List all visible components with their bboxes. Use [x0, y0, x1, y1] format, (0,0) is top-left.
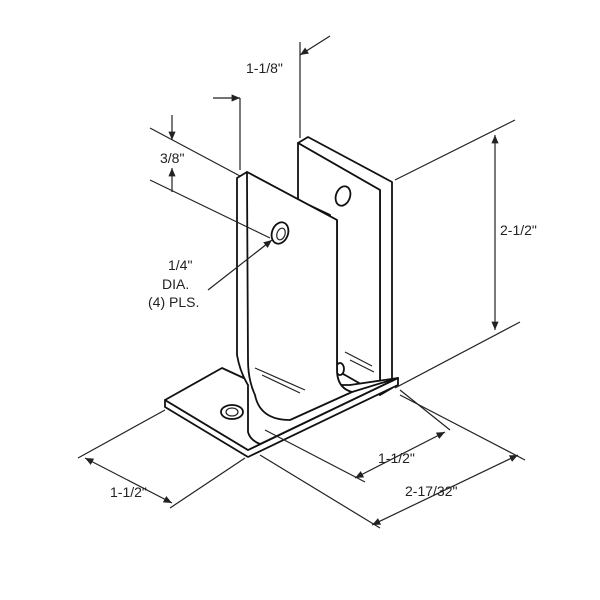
- hole-dia-text: DIA.: [162, 276, 189, 292]
- dim-label-height: 2-1/2": [500, 222, 537, 238]
- dimension-height: 2-1/2": [394, 119, 537, 389]
- hole-callout: 1/4" DIA. (4) PLS.: [148, 239, 273, 310]
- dim-label-width-top: 1-1/8": [246, 60, 283, 76]
- dim-label-overall-length: 2-17/32": [405, 483, 457, 499]
- dim-label-leg-depth-left: 1-1/2": [110, 484, 147, 500]
- hole-count-label: (4) PLS.: [148, 294, 199, 310]
- dimension-overall-length: 2-17/32": [259, 394, 526, 529]
- front-bracket: [236, 171, 399, 445]
- dim-label-hole-offset: 3/8": [160, 150, 184, 166]
- dim-label-leg-depth-right: 1-1/2": [378, 450, 415, 466]
- dimension-width-top: 1-1/8": [213, 35, 331, 170]
- dimension-hole-offset: 3/8": [149, 115, 271, 239]
- hole-icon: [334, 185, 352, 207]
- dimension-leg-depth-left: 1-1/2": [77, 409, 246, 509]
- hole-dia-label: 1/4": [168, 257, 192, 273]
- hole-icon: [220, 404, 244, 420]
- hole-icon: [270, 221, 290, 245]
